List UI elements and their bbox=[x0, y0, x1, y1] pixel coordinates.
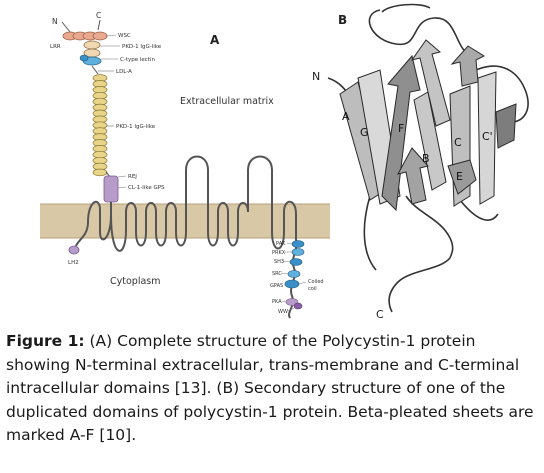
ww-label: WW bbox=[278, 309, 288, 315]
figure: N C LRR WSC PKD-1 IgG-like C-type lectin… bbox=[40, 0, 544, 321]
strand-f bbox=[381, 54, 421, 212]
strand-top-b bbox=[410, 39, 451, 127]
src-label: SRC bbox=[272, 271, 282, 277]
strand-label-f: F bbox=[398, 122, 404, 135]
lh2-label: LH2 bbox=[68, 260, 79, 266]
panel-b-diagram: B N C bbox=[300, 0, 544, 321]
sh3-label: SH3 bbox=[274, 259, 284, 265]
gpas-label: GPAS bbox=[270, 283, 283, 289]
ldla-label: LDL-A bbox=[116, 69, 132, 75]
polycystin-diagram: N C LRR WSC PKD-1 IgG-like C-type lectin… bbox=[40, 11, 330, 319]
beta-strands bbox=[339, 39, 517, 212]
lrr-label: LRR bbox=[50, 44, 61, 50]
figure-caption: Figure 1: (A) Complete structure of the … bbox=[6, 330, 540, 448]
strand-b bbox=[413, 91, 447, 191]
c-terminus-top-label: C bbox=[96, 11, 101, 20]
pka-label: PKA bbox=[272, 299, 282, 305]
cytoplasm-label: Cytoplasm bbox=[110, 276, 161, 287]
beta-sheet-diagram: B N C bbox=[312, 3, 529, 321]
strand-label-c: C bbox=[454, 136, 462, 149]
coiled-label: Coiled bbox=[308, 279, 324, 285]
extracellular-label: Extracellular matrix bbox=[180, 96, 274, 107]
pkd-bead bbox=[92, 168, 108, 177]
rej-label: REJ bbox=[128, 174, 137, 180]
wsc-label: WSC bbox=[118, 33, 131, 39]
n-terminal-domain-cluster bbox=[61, 19, 108, 75]
pak-label: PAK bbox=[276, 241, 286, 247]
n-terminus-label: N bbox=[52, 17, 58, 26]
pkd-bead-stack bbox=[92, 74, 112, 179]
strand-label-b: B bbox=[422, 152, 430, 165]
strand-label-g: G bbox=[360, 126, 369, 139]
panel-a-label: A bbox=[210, 33, 220, 47]
panel-b-label: B bbox=[338, 13, 347, 27]
ctype-lectin-label: C-type lectin bbox=[120, 57, 155, 63]
strand-label-e: E bbox=[456, 170, 463, 183]
strand-label-cprime: C' bbox=[482, 130, 493, 143]
n-terminus-label-b: N bbox=[312, 70, 320, 83]
transmembrane-loops bbox=[87, 155, 297, 252]
rej-block bbox=[103, 175, 119, 203]
coil-label: coil bbox=[308, 286, 317, 292]
strand-e bbox=[447, 159, 477, 195]
panel-a-diagram: N C LRR WSC PKD-1 IgG-like C-type lectin… bbox=[40, 0, 330, 320]
pkd1-top-label: PKD-1 IgG-like bbox=[122, 44, 162, 50]
caption-text: (A) Complete structure of the Polycystin… bbox=[6, 332, 534, 444]
strand-cprime bbox=[477, 71, 497, 205]
strand-label-a: A bbox=[342, 110, 350, 123]
c-terminus-label-b: C bbox=[376, 308, 384, 320]
caption-label: Figure 1: bbox=[6, 332, 85, 350]
prkx-label: PRKX bbox=[272, 250, 286, 256]
pkd1-mid-label: PKD-1 IgG-like bbox=[116, 124, 156, 130]
strand-top-arrow bbox=[450, 45, 486, 87]
lh2-domain bbox=[68, 245, 80, 255]
strand-cprime-edge bbox=[495, 103, 517, 149]
gps-label: CL-1-like GPS bbox=[128, 185, 165, 191]
strand-b-arrow bbox=[397, 147, 429, 205]
